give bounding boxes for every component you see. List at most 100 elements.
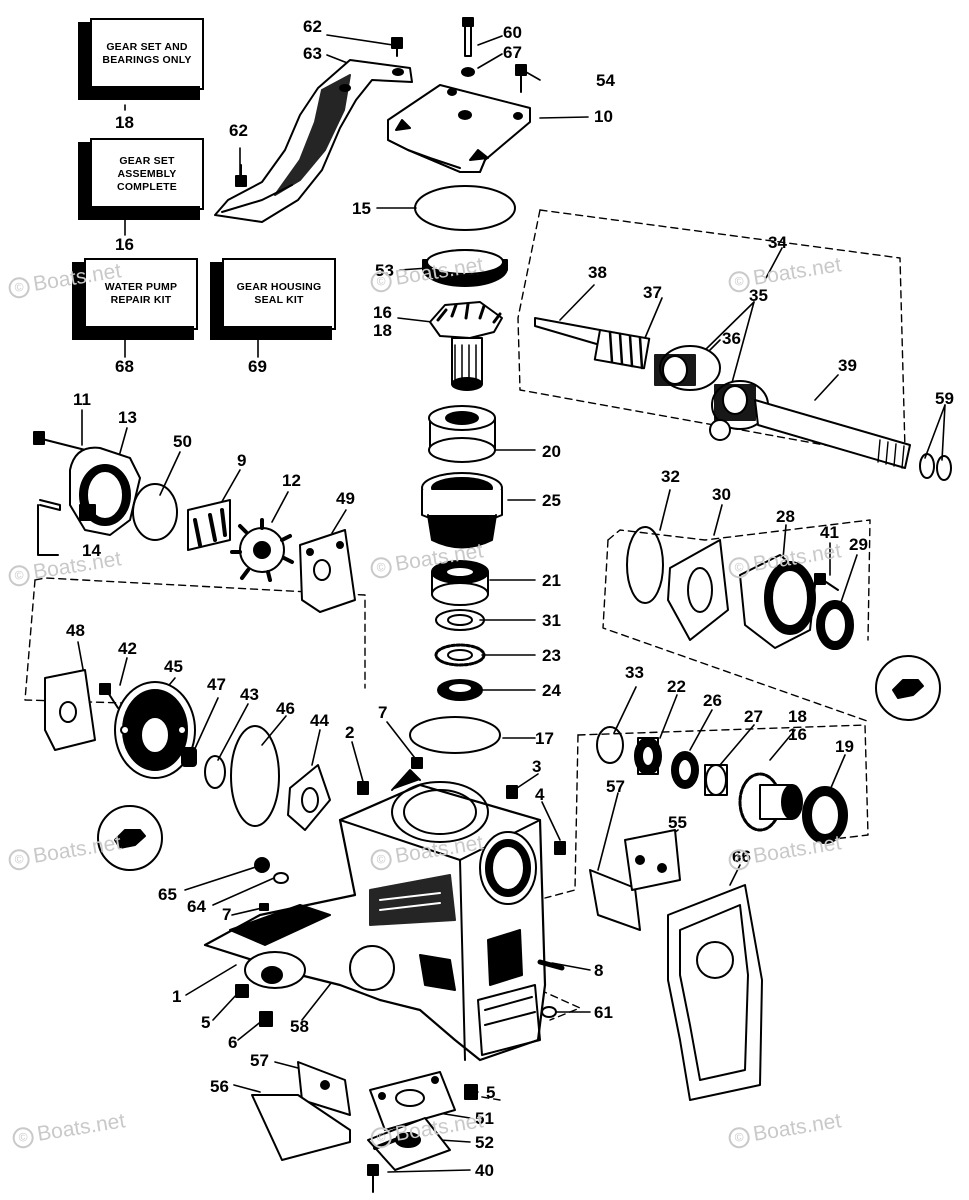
callout-44: 44 bbox=[310, 711, 329, 730]
callout-39: 39 bbox=[838, 356, 857, 375]
part-41-screw bbox=[814, 573, 839, 591]
callout-7: 7 bbox=[378, 703, 388, 722]
callout-54: 54 bbox=[596, 71, 615, 90]
callout-53: 53 bbox=[375, 261, 394, 280]
leader-lines bbox=[77, 34, 946, 1173]
callout-5: 5 bbox=[201, 1013, 211, 1032]
callout-64: 64 bbox=[187, 897, 206, 916]
callout-47: 47 bbox=[207, 675, 226, 694]
part-23-lock-washer bbox=[434, 643, 486, 667]
callout-48: 48 bbox=[66, 621, 85, 640]
part-15-o-ring bbox=[414, 185, 516, 231]
part-56-plate bbox=[251, 1094, 351, 1161]
part-9-liner bbox=[187, 499, 231, 551]
part-4-plug bbox=[554, 841, 566, 855]
callout-51: 51 bbox=[475, 1109, 494, 1128]
part-59-ring-a bbox=[919, 453, 935, 479]
kit-box-gear-housing-seal: GEAR HOUSING SEAL KIT bbox=[210, 258, 336, 342]
callout-52: 52 bbox=[475, 1133, 494, 1152]
part-32-o-ring bbox=[626, 526, 664, 604]
callout-9: 9 bbox=[237, 451, 247, 470]
kit-label: WATER PUMP REPAIR KIT bbox=[104, 281, 178, 306]
callout-45: 45 bbox=[164, 657, 183, 676]
part-2-plug bbox=[357, 781, 369, 795]
callout-17: 17 bbox=[535, 729, 554, 748]
part-30-gasket bbox=[667, 539, 729, 641]
kit-box-gear-set-assembly: GEAR SET ASSEMBLY COMPLETE bbox=[78, 138, 204, 222]
callout-16b: 16 bbox=[788, 725, 807, 744]
callout-26: 26 bbox=[703, 691, 722, 710]
part-16-forward-gear bbox=[738, 772, 803, 832]
callout-3: 3 bbox=[532, 757, 542, 776]
callout-6: 6 bbox=[228, 1033, 238, 1052]
callout-41: 41 bbox=[820, 523, 839, 542]
part-44-plate bbox=[287, 764, 331, 831]
part-16-pinion-gear bbox=[429, 301, 503, 391]
callout-37: 37 bbox=[643, 283, 662, 302]
callout-14: 14 bbox=[82, 541, 101, 560]
part-29-seal bbox=[816, 600, 854, 650]
callout-13: 13 bbox=[118, 408, 137, 427]
callout-65: 65 bbox=[158, 885, 177, 904]
part-1-gear-housing bbox=[203, 769, 547, 1062]
part-52-plate bbox=[367, 1117, 451, 1171]
bolt-60 bbox=[462, 17, 474, 57]
part-33-shim bbox=[596, 726, 624, 764]
callout-35: 35 bbox=[749, 286, 768, 305]
callout-34: 34 bbox=[768, 233, 787, 252]
callout-38: 38 bbox=[588, 263, 607, 282]
callout-2: 2 bbox=[345, 723, 355, 742]
callout-46: 46 bbox=[276, 699, 295, 718]
part-63-cover-bracket bbox=[214, 59, 413, 223]
part-22-bearing bbox=[634, 737, 662, 775]
kit-box-face: GEAR SET AND BEARINGS ONLY bbox=[90, 18, 204, 90]
callout-58: 58 bbox=[290, 1017, 309, 1036]
part-50-o-ring bbox=[132, 483, 178, 541]
part-8-pin bbox=[537, 959, 565, 971]
callout-49: 49 bbox=[336, 489, 355, 508]
kit-number-68: 68 bbox=[115, 357, 134, 376]
callout-67: 67 bbox=[503, 43, 522, 62]
part-40-screw bbox=[367, 1164, 379, 1193]
callout-43: 43 bbox=[240, 685, 259, 704]
washer-67 bbox=[461, 67, 475, 77]
callout-21: 21 bbox=[542, 571, 561, 590]
bolt-62-left bbox=[235, 164, 247, 187]
part-48-plate bbox=[44, 669, 96, 751]
part-47-grommet bbox=[181, 747, 197, 767]
callout-16: 16 bbox=[373, 303, 392, 322]
callout-32: 32 bbox=[661, 467, 680, 486]
callout-18: 18 bbox=[373, 321, 392, 340]
part-45-impeller-housing bbox=[114, 681, 196, 779]
callout-42: 42 bbox=[118, 639, 137, 658]
callout-11: 11 bbox=[73, 390, 91, 409]
part-5-plug bbox=[235, 984, 249, 998]
kit-box-gear-set-bearings: GEAR SET AND BEARINGS ONLY bbox=[78, 18, 204, 102]
part-26-bearing bbox=[671, 751, 699, 789]
kit-number-69: 69 bbox=[248, 357, 267, 376]
part-14-key bbox=[37, 499, 61, 556]
callout-31: 31 bbox=[542, 611, 561, 630]
bolt-62-top bbox=[391, 37, 403, 57]
callout-57b: 57 bbox=[250, 1051, 269, 1070]
callout-19: 19 bbox=[835, 737, 854, 756]
part-46-o-ring bbox=[230, 725, 280, 827]
part-27-bushing bbox=[704, 764, 728, 796]
bolt-54 bbox=[515, 64, 527, 93]
dashed-group-lines bbox=[24, 209, 906, 1101]
part-10-cover-plate bbox=[387, 84, 531, 173]
callout-27: 27 bbox=[744, 707, 763, 726]
callout-1: 1 bbox=[172, 987, 182, 1006]
kit-number-18: 18 bbox=[115, 113, 134, 132]
part-28-bearing-housing bbox=[739, 554, 816, 649]
part-42-screw bbox=[99, 683, 119, 709]
kit-label: GEAR SET ASSEMBLY COMPLETE bbox=[117, 154, 177, 193]
callout-59: 59 bbox=[935, 389, 954, 408]
callout-4: 4 bbox=[535, 785, 545, 804]
part-43-o-ring bbox=[204, 755, 226, 789]
kit-label: GEAR SET AND BEARINGS ONLY bbox=[102, 41, 192, 66]
part-20-bearing bbox=[428, 405, 496, 463]
callout-62b: 62 bbox=[229, 121, 248, 140]
